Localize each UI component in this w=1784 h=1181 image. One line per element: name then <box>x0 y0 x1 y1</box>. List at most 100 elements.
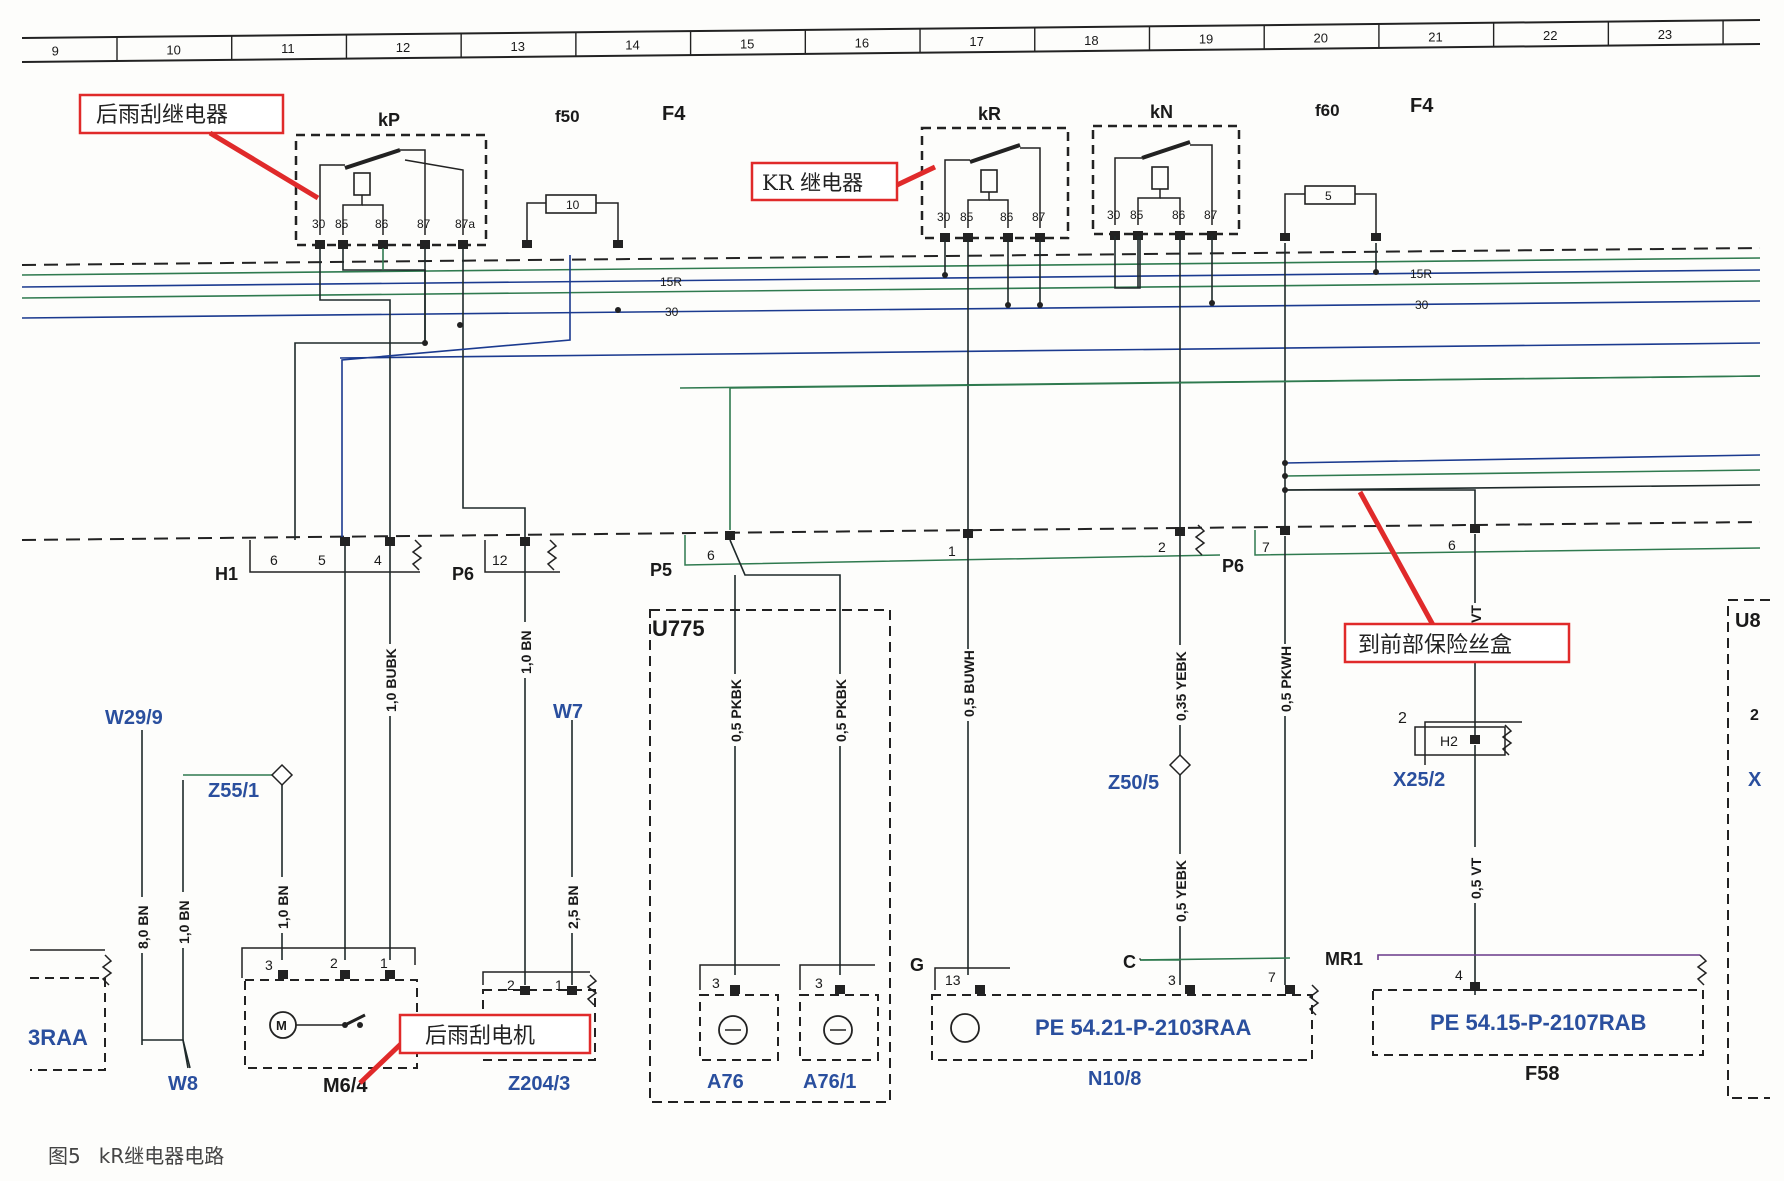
callout-rear-wiper-relay: 后雨刮继电器 <box>78 93 320 201</box>
label-n10-8: N10/8 <box>1088 1068 1141 1090</box>
wire-label-w-yebk1: 0,35 YEBK <box>1173 651 1189 721</box>
ground-point-z50-5 <box>1168 753 1192 777</box>
label-g: G <box>910 955 924 975</box>
wire-label-w-25bn: 2,5 BN <box>565 885 581 929</box>
p5-pin-6: 6 <box>707 547 715 563</box>
fuse-f60-label: f60 <box>1315 101 1340 120</box>
label-x25-2: X25/2 <box>1393 769 1445 791</box>
label-w29-9: W29/9 <box>105 707 163 729</box>
ruler-col-9: 9 <box>52 44 59 59</box>
label-u8: U8 <box>1735 610 1761 632</box>
partial-module-left: 3RAA <box>28 949 113 1071</box>
connector-x25-2: H2 <box>1414 721 1522 765</box>
module-n10-8: 13 3 7 PE 54.21-P-2103RAA <box>931 958 1320 1061</box>
connector-p6-left: P6 12 <box>452 537 560 584</box>
kp-pins-pin-87: 87 <box>417 217 431 231</box>
wire-label-w-bn1: 1,0 BN <box>518 630 534 674</box>
module-u8-box <box>1727 599 1770 1099</box>
label-u8-pin-2: 2 <box>1750 707 1759 724</box>
wire-label-w-pkwh: 0,5 PKWH <box>1278 646 1294 712</box>
label-mr1: MR1 <box>1325 949 1363 969</box>
callout-front-fuse-box: 到前部保险丝盒 <box>1343 490 1571 664</box>
pe-ref-1[interactable]: PE 54.21-P-2103RAA <box>1035 1015 1252 1040</box>
bus-15r-label-2: 15R <box>1410 267 1432 281</box>
label-c: C <box>1123 952 1136 972</box>
kr-pins-terminal-87 <box>1035 233 1045 242</box>
h1-pin-4: 4 <box>374 552 382 568</box>
label-3raa: 3RAA <box>28 1025 88 1050</box>
pe-ref-2[interactable]: PE 54.15-P-2107RAB <box>1430 1010 1646 1035</box>
kp-pins-terminal-85 <box>338 240 348 249</box>
kp-pins-pin-30: 30 <box>312 217 326 231</box>
wire-label-w-pkbk2: 0,5 PKBK <box>833 679 849 742</box>
relay-kp-label: kP <box>378 110 400 130</box>
kr-pins-terminal-30 <box>940 233 950 242</box>
label-u775: U775 <box>652 616 705 641</box>
figure-title: kR继电器电路 <box>98 1144 225 1168</box>
sensor-a76: 3 <box>699 964 780 1061</box>
connector-p5-label: P5 <box>650 560 672 580</box>
kn-pins-terminal-86 <box>1175 231 1185 240</box>
a76-1-pin-3: 3 <box>815 975 823 991</box>
bus-30-label: 30 <box>665 305 679 319</box>
h1-pin-6: 6 <box>270 552 278 568</box>
callout-front-fuse-box-text: 到前部保险丝盒 <box>1358 633 1512 658</box>
f4-label: F4 <box>662 103 686 125</box>
ruler-col-23: 23 <box>1658 27 1672 42</box>
n10-pin-7: 7 <box>1268 969 1276 985</box>
kn-pins-pin-86: 86 <box>1172 208 1186 222</box>
p5-pin-2: 2 <box>1158 539 1166 555</box>
x25-2-h2: H2 <box>1440 733 1458 749</box>
kp-pins-terminal-30 <box>315 240 325 249</box>
wire-label-w-bubk: 1,0 BUBK <box>383 648 399 712</box>
ruler-col-20: 20 <box>1314 31 1328 46</box>
fuse-f50-rating: 10 <box>566 198 580 212</box>
motor-m6-4: M 3 2 1 <box>241 947 418 1069</box>
kr-pins-pin-87: 87 <box>1032 210 1046 224</box>
p5-pin-1: 1 <box>948 543 956 559</box>
kn-pins-pin-30: 30 <box>1107 208 1121 222</box>
figure-number: 图5 <box>48 1144 81 1168</box>
kp-pins-pin-86: 86 <box>375 217 389 231</box>
ruler-col-19: 19 <box>1199 32 1213 47</box>
p6b-pin-7: 7 <box>1262 539 1270 555</box>
connector-p6-right: P6 7 6 <box>1222 524 1761 576</box>
callout-rear-wiper-motor-text: 后雨刮电机 <box>425 1024 535 1049</box>
callout-kr-relay: KR 继电器 <box>750 161 937 202</box>
kn-pins-terminal-87 <box>1207 231 1217 240</box>
kn-pins-terminal-85 <box>1133 231 1143 240</box>
z204-pin-1: 1 <box>555 977 563 993</box>
connector-h1-label: H1 <box>215 564 238 584</box>
ruler-col-10: 10 <box>166 42 180 57</box>
wire-label-w-pkbk1: 0,5 PKBK <box>728 679 744 742</box>
fuse-f50-label: f50 <box>555 107 580 126</box>
p6b-pin-6: 6 <box>1448 537 1456 553</box>
m6-pin-1: 1 <box>380 955 388 971</box>
fuse-f60-rating: 5 <box>1325 189 1332 203</box>
wire-label-w-vt1: VT <box>1468 605 1484 623</box>
bus-30-label-2: 30 <box>1415 298 1429 312</box>
kn-pins-pin-85: 85 <box>1130 208 1144 222</box>
wire-label-w-1bn: 1,0 BN <box>176 900 192 944</box>
z204-pin-2: 2 <box>507 977 515 993</box>
callout-rear-wiper-relay-text: 后雨刮继电器 <box>96 103 228 128</box>
ruler-col-18: 18 <box>1084 33 1098 48</box>
ruler-col-17: 17 <box>969 34 983 49</box>
h1-pin-5: 5 <box>318 552 326 568</box>
wire-label-w-buwh: 0,5 BUWH <box>961 650 977 717</box>
kr-pins-terminal-85 <box>963 233 973 242</box>
kr-pins-terminal-86 <box>1003 233 1013 242</box>
connector-p6-label: P6 <box>452 564 474 584</box>
n10-pin-13: 13 <box>945 972 961 988</box>
ruler-col-21: 21 <box>1428 29 1442 44</box>
connector-z204-3: 2 1 <box>482 971 598 1061</box>
callout-kr-relay-text: KR 继电器 <box>762 171 863 195</box>
n10-pin-3: 3 <box>1168 972 1176 988</box>
connector-p6-right-label: P6 <box>1222 556 1244 576</box>
relay-kn-label: kN <box>1150 102 1173 122</box>
kn-pins-terminal-30 <box>1110 231 1120 240</box>
label-w7: W7 <box>553 701 583 723</box>
ruler-col-11: 11 <box>281 41 295 56</box>
